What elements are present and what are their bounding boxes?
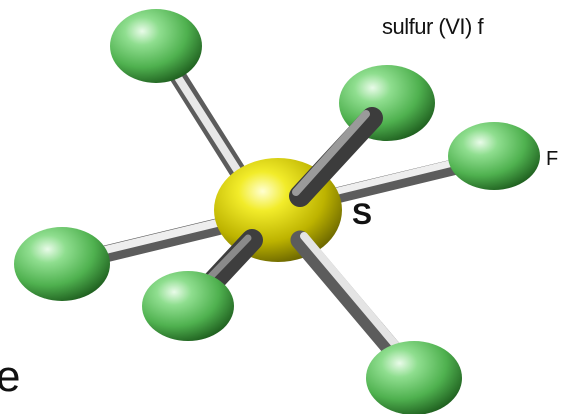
bond-bottom-right-highlight <box>300 232 414 366</box>
fluorine-atom-bottom-right <box>366 341 462 414</box>
fluorine-atom-top-left <box>110 9 202 83</box>
fluorine-atom-left <box>14 227 110 301</box>
corner-text-fragment: e <box>0 352 21 401</box>
bonds-front <box>185 107 418 378</box>
bond-upper-right-highlight <box>292 110 370 196</box>
fluorine-atom-label: F <box>546 148 559 170</box>
fluorine-atom-lower-left <box>142 271 234 341</box>
molecule-title-label: sulfur (VI) f <box>382 14 484 39</box>
fluorine-atom-right <box>448 122 540 190</box>
sulfur-atom-label: S <box>352 198 373 231</box>
bond-upper-right <box>289 107 383 207</box>
